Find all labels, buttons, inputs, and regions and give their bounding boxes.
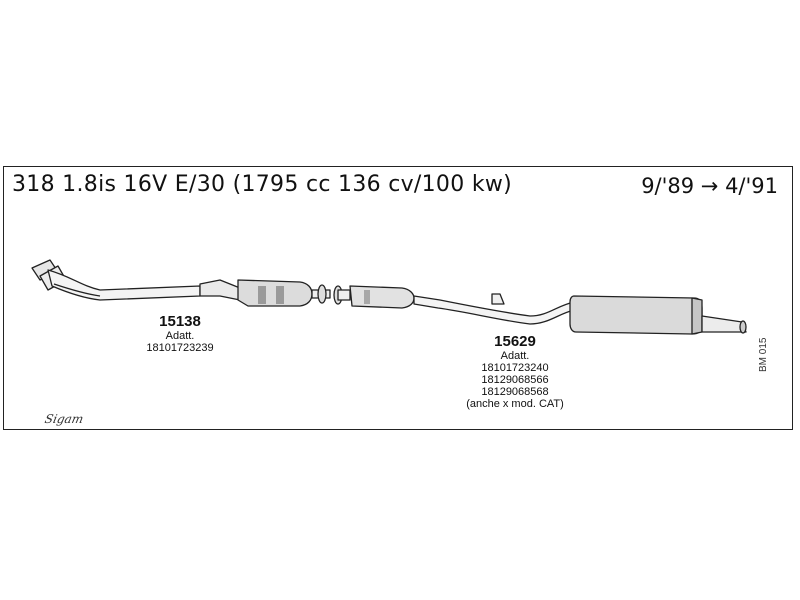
diagram-frame xyxy=(3,166,793,430)
part-oem-code: 18101723240 xyxy=(481,362,549,374)
center-resonator xyxy=(349,285,415,309)
hanger-bracket xyxy=(491,293,505,305)
part-compat-note: (anche x mod. CAT) xyxy=(466,398,564,410)
catalyst-shading xyxy=(258,286,284,304)
rear-muffler xyxy=(569,295,703,335)
part-label-15629: 15629 Adatt. 18101723240 18129068566 181… xyxy=(450,333,580,410)
production-date-range: 9/'89 → 4/'91 xyxy=(641,174,778,198)
downpipe-inner xyxy=(53,283,101,297)
part-number: 15138 xyxy=(159,313,201,330)
front-outlet-flange xyxy=(317,284,327,304)
vehicle-title: 318 1.8is 16V E/30 (1795 cc 136 cv/100 k… xyxy=(12,172,513,197)
part-note: Adatt. xyxy=(500,350,530,362)
part-number: 15629 xyxy=(494,333,536,350)
muffler-end-cap xyxy=(691,297,703,335)
downpipe xyxy=(47,269,201,301)
part-note: Adatt. xyxy=(165,330,195,342)
catalytic-converter xyxy=(237,279,313,307)
front-section-cone xyxy=(199,279,241,301)
part-oem-code: 18129068568 xyxy=(481,386,549,398)
tail-pipe xyxy=(701,315,747,333)
resonator-shading xyxy=(364,290,370,304)
rear-inlet-pipe xyxy=(337,289,351,301)
brand-logo: Sigam xyxy=(43,412,85,426)
diagram-code: BM 015 xyxy=(758,337,769,372)
tail-pipe-end xyxy=(739,320,747,334)
part-label-15138: 15138 Adatt. 18101723239 xyxy=(130,313,230,354)
part-oem-code: 18101723239 xyxy=(146,342,214,354)
part-oem-code: 18129068566 xyxy=(481,374,549,386)
